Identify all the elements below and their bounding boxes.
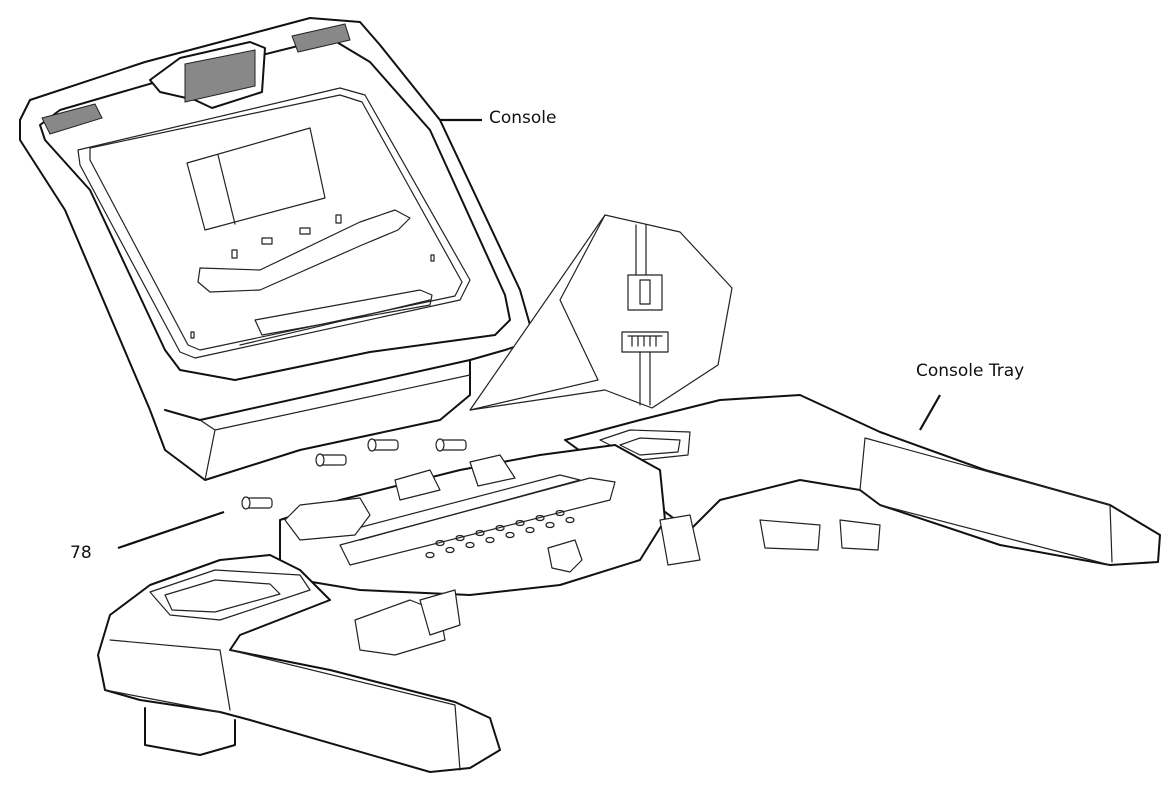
connector-detail-callout [469,214,733,411]
console-label: Console [489,108,557,128]
tray-holes [425,509,575,559]
bolts-78 [241,438,467,510]
console-tray-label: Console Tray [916,361,1025,381]
console-drawing [19,17,531,481]
console-tray-drawing [97,394,1161,773]
part-78-leader-line [117,510,225,550]
part-78-label: 78 [70,543,92,563]
console-tray-leader-line [919,394,941,431]
